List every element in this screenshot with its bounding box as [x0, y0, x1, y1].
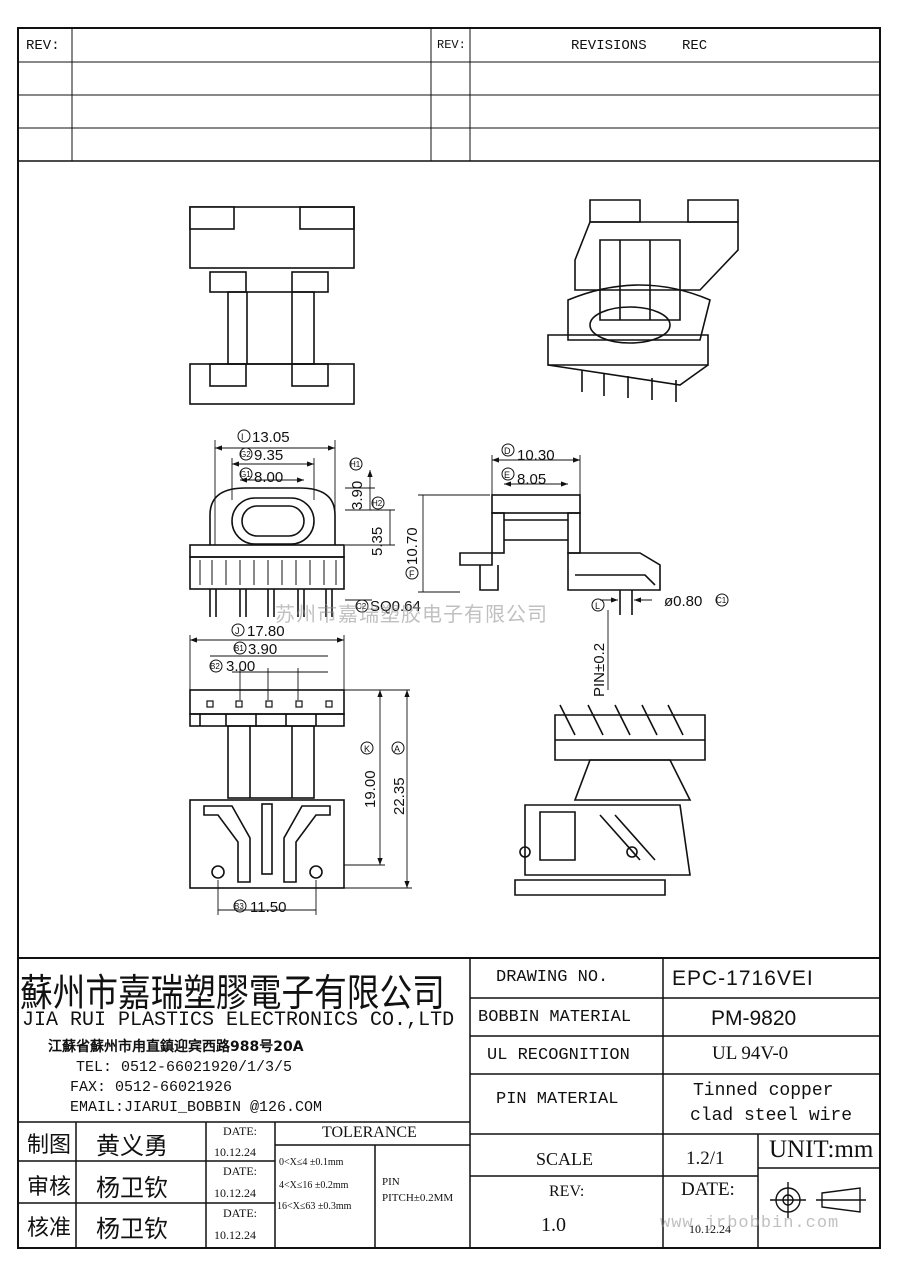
dim-e: 8.05	[517, 471, 546, 488]
date-drafter: 10.12.24	[214, 1145, 256, 1159]
dim-code-c2: C2	[356, 602, 367, 611]
website-watermark: www.jrbobbin.com	[660, 1214, 840, 1233]
date-approver: 10.12.24	[214, 1228, 256, 1242]
role-drafter: 制图	[27, 1133, 72, 1158]
date-label-approver: DATE:	[223, 1206, 257, 1220]
bobbin-material: PM-9820	[711, 1007, 797, 1030]
tolerance-row-3: 16<X≤63 ±0.3mm	[277, 1201, 352, 1212]
dim-code-j: J	[235, 626, 240, 636]
drawing-sheet	[17, 27, 881, 1249]
name-drafter: 黄义勇	[96, 1132, 168, 1160]
pin-label: PIN	[382, 1176, 400, 1188]
dim-code-i: I	[241, 432, 244, 442]
unit: UNIT:mm	[769, 1136, 874, 1163]
dim-c1: ø0.80	[664, 593, 702, 610]
date-label-reviewer: DATE:	[223, 1164, 257, 1178]
isometric-view-bottom	[514, 704, 706, 896]
scale-label: SCALE	[536, 1149, 594, 1169]
ul-recognition-label: UL RECOGNITION	[487, 1046, 630, 1065]
date-label-drafter: DATE:	[223, 1124, 257, 1138]
name-approver: 杨卫钦	[96, 1215, 168, 1243]
dim-code-b2: B2	[210, 662, 220, 671]
dim-code-h2: H2	[372, 499, 383, 508]
dim-code-c1: C1	[716, 596, 727, 605]
dim-b3: 11.50	[250, 899, 286, 916]
dim-i: 13.05	[252, 429, 290, 446]
date-reviewer: 10.12.24	[214, 1186, 256, 1200]
tolerance-header: TOLERANCE	[322, 1124, 417, 1141]
dim-code-e: E	[504, 470, 510, 480]
company-watermark: 苏州市嘉瑞塑胶电子有限公司	[275, 604, 548, 626]
dim-code-b1: B1	[234, 644, 244, 653]
dim-j: 17.80	[247, 623, 285, 640]
rev-label: REV:	[549, 1183, 585, 1200]
rev-header-middle: REV:	[437, 38, 466, 52]
role-reviewer: 审核	[27, 1175, 72, 1200]
dim-code-g2: G2	[240, 450, 251, 459]
date-label: DATE:	[681, 1179, 735, 1200]
pin-tolerance: PIN±0.2	[591, 643, 608, 697]
technical-drawing: I 13.05 G2 9.35 G1 8.00 H1 3.90 H2 5.35 …	[189, 199, 739, 916]
ul-recognition: UL 94V-0	[712, 1043, 789, 1064]
dim-c2: SQ0.64	[370, 598, 421, 615]
bobbin-material-label: BOBBIN MATERIAL	[478, 1008, 632, 1027]
dim-h1: 3.90	[349, 481, 366, 510]
dim-code-b3: B3	[234, 902, 244, 911]
front-view	[189, 487, 345, 617]
dim-d: 10.30	[517, 447, 555, 464]
side-view	[459, 494, 661, 615]
pin-material-2: clad steel wire	[690, 1106, 853, 1126]
tolerance-row-2: 4<X≤16 ±0.2mm	[279, 1180, 349, 1191]
name-reviewer: 杨卫钦	[96, 1174, 168, 1202]
bottom-view	[189, 689, 345, 889]
pin-material-label: PIN MATERIAL	[496, 1090, 619, 1109]
dim-code-g1: G1	[240, 470, 251, 479]
company-name-en: JIA RUI PLASTICS ELECTRONICS CO.,LTD	[22, 1009, 455, 1032]
company-tel: TEL: 0512-66021920/1/3/5	[76, 1059, 293, 1076]
revision-table	[17, 27, 881, 162]
dim-g2: 9.35	[254, 447, 283, 464]
dim-code-h1: H1	[350, 460, 361, 469]
tolerance-row-1: 0<X≤4 ±0.1mm	[279, 1157, 344, 1168]
dim-code-l: L	[595, 601, 600, 611]
company-fax: FAX: 0512-66021926	[70, 1079, 233, 1096]
dim-h2: 5.35	[369, 527, 386, 556]
company-address: 江蘇省蘇州市甪直鎮迎宾西路988号20A	[48, 1039, 304, 1055]
revisions-header: REVISIONS	[571, 38, 647, 54]
rev-header-left: REV:	[26, 38, 60, 54]
dim-b1: 3.90	[248, 641, 277, 658]
rev-value: 1.0	[541, 1214, 566, 1236]
pin-pitch: PITCH±0.2MM	[382, 1192, 454, 1204]
projection-symbol	[770, 1182, 866, 1218]
drawing-no: EPC-1716VEI	[672, 967, 814, 990]
pin-material-1: Tinned copper	[693, 1081, 834, 1101]
isometric-view-top	[547, 199, 739, 402]
dim-code-d: D	[504, 446, 511, 456]
role-approver: 核准	[27, 1216, 72, 1241]
dim-g1: 8.00	[254, 469, 283, 486]
date-value: 10.12.24	[689, 1222, 731, 1236]
dim-code-a: A	[394, 744, 400, 754]
dim-a: 22.35	[391, 777, 408, 815]
dim-code-f: F	[409, 569, 415, 579]
company-name-cn: 蘇州市嘉瑞塑膠電子有限公司	[20, 971, 445, 1015]
top-view	[189, 206, 355, 405]
dim-f: 10.70	[404, 527, 421, 565]
drawing-no-label: DRAWING NO.	[496, 968, 609, 987]
dim-k: 19.00	[362, 770, 379, 808]
company-email: EMAIL:JIARUI_BOBBIN @126.COM	[70, 1099, 323, 1116]
scale-value: 1.2/1	[686, 1148, 725, 1169]
dim-code-k: K	[364, 744, 370, 754]
dim-b2: 3.00	[226, 658, 255, 675]
rec-header: REC	[682, 38, 708, 54]
